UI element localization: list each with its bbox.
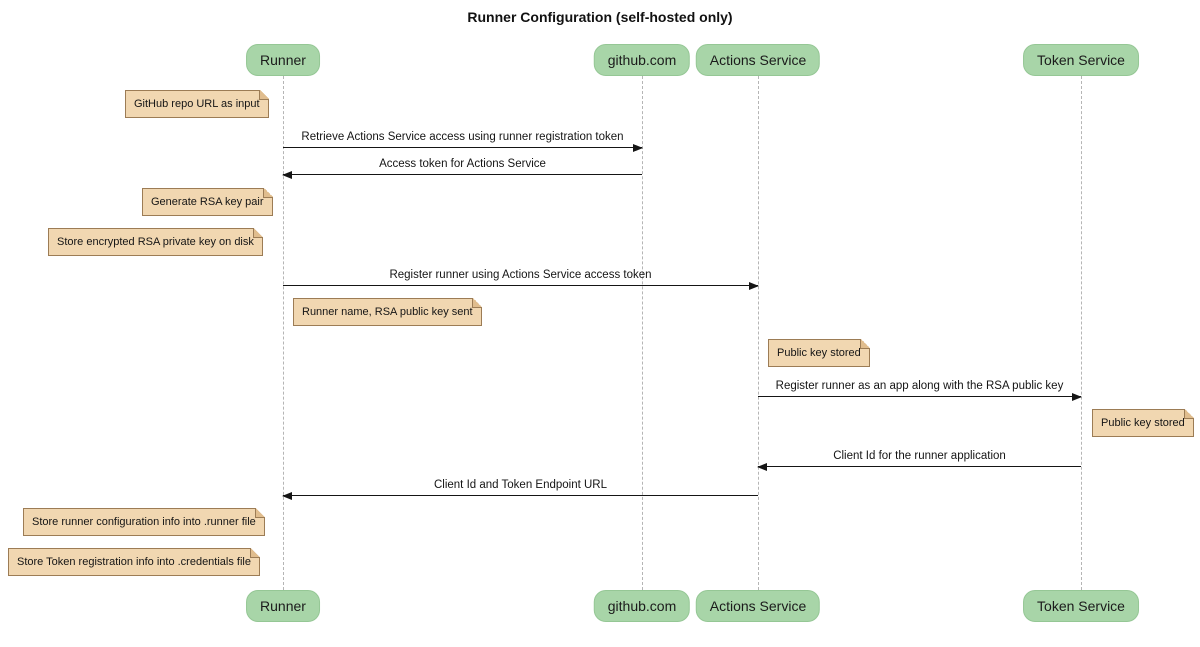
participant-bottom-github: github.com [593, 590, 691, 622]
note-fold-icon [859, 339, 870, 349]
participant-bottom-actions: Actions Service [695, 590, 821, 622]
note-fold-icon [258, 90, 269, 100]
message-line [758, 396, 1081, 397]
participant-top-actions: Actions Service [695, 44, 821, 76]
participant-bottom-runner: Runner [246, 590, 320, 622]
message-line [283, 147, 642, 148]
arrowhead-icon [282, 492, 292, 500]
note-fold-icon [262, 188, 273, 198]
note-text: Public key stored [777, 347, 861, 359]
message-line [283, 174, 642, 175]
note-fold-icon [249, 548, 260, 558]
note-text: Generate RSA key pair [151, 196, 264, 208]
arrowhead-icon [1072, 393, 1082, 401]
message-1: Retrieve Actions Service access using ru… [283, 130, 643, 152]
arrowhead-icon [757, 463, 767, 471]
lifeline-token [1081, 76, 1082, 590]
message-line [283, 285, 758, 286]
arrowhead-icon [633, 144, 643, 152]
note-text: Public key stored [1101, 417, 1185, 429]
note-text: Runner name, RSA public key sent [302, 306, 473, 318]
message-label: Client Id and Token Endpoint URL [433, 479, 608, 491]
note-4: Runner name, RSA public key sent [293, 298, 482, 326]
note-text: Store runner configuration info into .ru… [32, 516, 256, 528]
note-2: Generate RSA key pair [142, 188, 273, 216]
note-fold-icon [1183, 409, 1194, 419]
message-5: Client Id for the runner application [757, 449, 1081, 471]
arrowhead-icon [282, 171, 292, 179]
participant-top-github: github.com [593, 44, 691, 76]
message-2: Access token for Actions Service [282, 157, 642, 179]
lifeline-github [642, 76, 643, 590]
message-label: Register runner as an app along with the… [775, 380, 1064, 392]
note-7: Store runner configuration info into .ru… [23, 508, 265, 536]
message-line [758, 466, 1081, 467]
message-label: Register runner using Actions Service ac… [389, 269, 652, 281]
note-fold-icon [471, 298, 482, 308]
participant-top-runner: Runner [246, 44, 320, 76]
message-3: Register runner using Actions Service ac… [283, 268, 759, 290]
note-fold-icon [254, 508, 265, 518]
note-8: Store Token registration info into .cred… [8, 548, 260, 576]
note-fold-icon [252, 228, 263, 238]
note-text: Store encrypted RSA private key on disk [57, 236, 254, 248]
lifeline-actions [758, 76, 759, 590]
note-5: Public key stored [768, 339, 870, 367]
arrowhead-icon [749, 282, 759, 290]
diagram-title: Runner Configuration (self-hosted only) [467, 9, 733, 25]
message-label: Client Id for the runner application [833, 450, 1006, 462]
note-6: Public key stored [1092, 409, 1194, 437]
note-1: GitHub repo URL as input [125, 90, 269, 118]
message-6: Client Id and Token Endpoint URL [282, 478, 758, 500]
participant-bottom-token: Token Service [1023, 590, 1139, 622]
message-line [283, 495, 758, 496]
note-text: GitHub repo URL as input [134, 98, 260, 110]
participant-top-token: Token Service [1023, 44, 1139, 76]
message-label: Retrieve Actions Service access using ru… [301, 131, 624, 143]
lifeline-runner [283, 76, 284, 590]
note-text: Store Token registration info into .cred… [17, 556, 251, 568]
message-4: Register runner as an app along with the… [758, 379, 1082, 401]
note-3: Store encrypted RSA private key on disk [48, 228, 263, 256]
message-label: Access token for Actions Service [379, 158, 546, 170]
